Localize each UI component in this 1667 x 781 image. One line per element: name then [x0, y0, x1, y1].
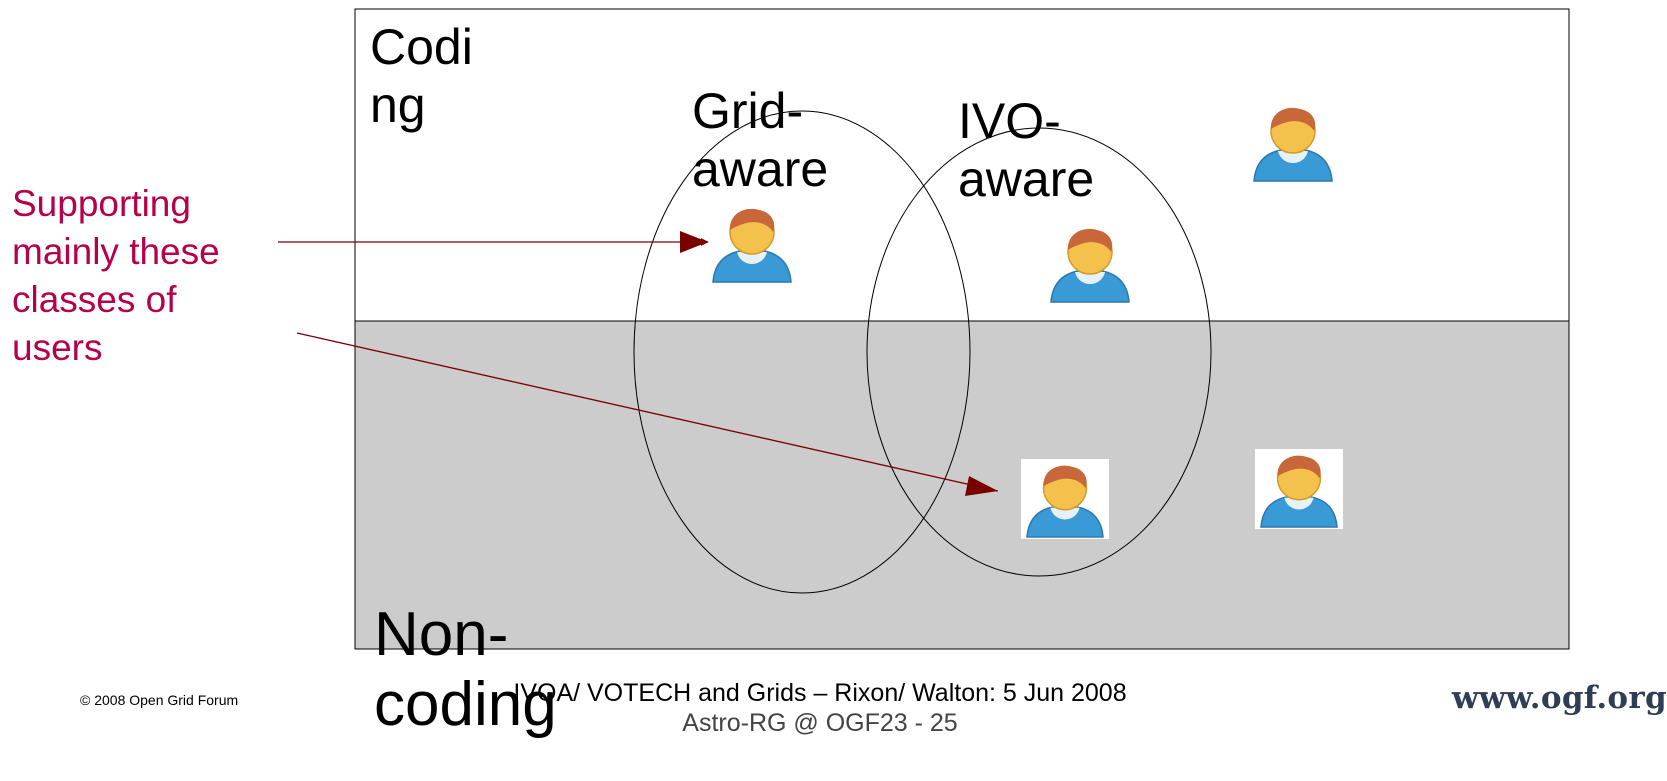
- copyright: © 2008 Open Grid Forum: [80, 692, 239, 708]
- footer-title-line1: IVOA/ VOTECH and Grids – Rixon/ Walton: …: [513, 679, 1127, 707]
- noncoding-region: [354, 320, 1570, 650]
- user-icon: [1045, 222, 1135, 304]
- grid-aware-set: [633, 110, 971, 594]
- arrowhead-ivo: [965, 476, 998, 496]
- callout-line3: classes of: [12, 279, 177, 320]
- callout-line2: mainly these: [12, 231, 220, 272]
- coding-label-line2: ng: [370, 77, 426, 133]
- noncoding-label-line1: Non-: [374, 600, 509, 669]
- grid-aware-label-line2: aware: [692, 141, 829, 197]
- coding-label: Codi ng: [370, 18, 473, 134]
- footer-title-line2: Astro-RG @ OGF23 - 25: [682, 709, 958, 737]
- callout-line4: users: [12, 327, 103, 368]
- user-icon: [1255, 449, 1343, 529]
- ivo-aware-label: IVO- aware: [958, 92, 1094, 208]
- ivo-aware-label-line2: aware: [958, 151, 1095, 207]
- callout-arrow-ivo-aware: [296, 332, 999, 492]
- user-icon: [1248, 101, 1338, 183]
- ogf-website-logo[interactable]: www.ogf.org: [1451, 680, 1667, 716]
- user-icon: [1021, 459, 1109, 539]
- callout-line1: Supporting: [12, 183, 191, 224]
- coding-region: [354, 8, 1570, 322]
- grid-aware-label-line1: Grid-: [692, 83, 804, 139]
- noncoding-label: Non- coding: [374, 600, 557, 740]
- ivo-aware-set: [866, 127, 1212, 577]
- noncoding-label-line2: coding: [374, 670, 557, 739]
- slide-footer-title: IVOA/ VOTECH and Grids – Rixon/ Walton: …: [480, 678, 1160, 738]
- callout-text: Supporting mainly these classes of users: [12, 180, 220, 372]
- arrowhead-grid: [680, 231, 708, 253]
- ivo-aware-label-line1: IVO-: [958, 93, 1061, 149]
- grid-aware-label: Grid- aware: [692, 82, 828, 198]
- user-icon: [707, 202, 797, 284]
- coding-label-line1: Codi: [370, 19, 473, 75]
